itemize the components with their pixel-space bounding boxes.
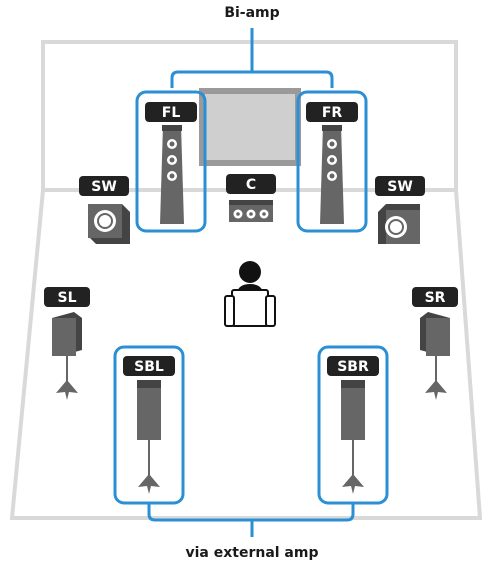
tower-speaker-icon bbox=[160, 125, 184, 224]
surround-back-left-label-bg bbox=[123, 356, 175, 376]
front-left-label-bg bbox=[145, 102, 197, 122]
tower-speaker-icon bbox=[320, 125, 344, 224]
center-label: C bbox=[246, 177, 256, 193]
front-left-label: FL bbox=[162, 105, 181, 121]
subwoofer-right-label-bg bbox=[375, 176, 425, 196]
subwoofer-left-label-bg bbox=[79, 176, 129, 196]
surround-left-group: SL bbox=[44, 287, 90, 400]
satellite-speaker-stand-icon bbox=[420, 312, 450, 400]
surround-right-label-bg bbox=[412, 287, 458, 307]
subwoofer-right-group: SW bbox=[375, 176, 425, 244]
tall-speaker-stand-icon bbox=[137, 380, 161, 494]
bi-amp-caption: Bi-amp bbox=[224, 5, 279, 21]
surround-left-label-bg bbox=[44, 287, 90, 307]
center-speaker-group: C bbox=[226, 174, 276, 222]
listener-chair-icon bbox=[224, 261, 276, 327]
front-right-highlight bbox=[296, 90, 368, 233]
surround-right-group: SR bbox=[412, 287, 458, 400]
surround-back-right-group: SBR bbox=[317, 345, 389, 505]
surround-back-right-label-bg bbox=[327, 356, 379, 376]
subwoofer-icon bbox=[88, 204, 130, 244]
external-amp-bracket bbox=[147, 503, 355, 537]
bi-amp-bracket bbox=[170, 28, 334, 88]
front-right-label: FR bbox=[322, 105, 343, 121]
front-right-label-bg bbox=[306, 102, 358, 122]
front-left-speaker-group: FL bbox=[135, 90, 207, 233]
center-speaker-icon bbox=[229, 200, 273, 222]
front-left-highlight bbox=[135, 90, 207, 233]
subwoofer-left-group: SW bbox=[79, 176, 130, 244]
tall-speaker-stand-icon bbox=[341, 380, 365, 494]
surround-left-label: SL bbox=[57, 290, 76, 306]
surround-back-right-label: SBR bbox=[337, 359, 369, 375]
subwoofer-right-label: SW bbox=[387, 179, 413, 195]
center-label-bg bbox=[226, 174, 276, 194]
external-amp-caption: via external amp bbox=[185, 545, 318, 561]
front-right-speaker-group: FR bbox=[296, 90, 368, 233]
surround-back-left-label: SBL bbox=[134, 359, 164, 375]
subwoofer-left-label: SW bbox=[91, 179, 117, 195]
tv-screen bbox=[199, 88, 301, 166]
surround-right-label: SR bbox=[425, 290, 446, 306]
satellite-speaker-stand-icon bbox=[52, 312, 82, 400]
subwoofer-icon bbox=[378, 204, 420, 244]
surround-back-left-group: SBL bbox=[113, 345, 185, 505]
